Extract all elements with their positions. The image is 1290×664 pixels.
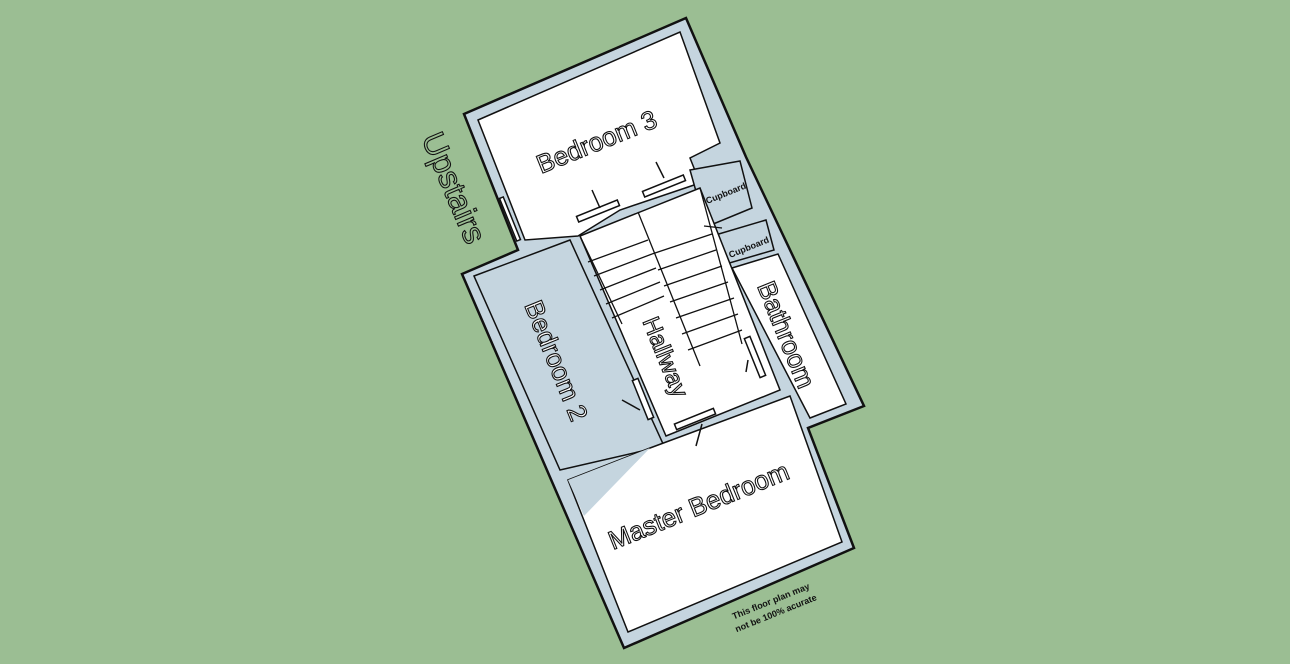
- staircase: [579, 187, 743, 367]
- room-bathroom[interactable]: [730, 253, 848, 419]
- doors: [498, 161, 767, 447]
- master-bedroom-shade: [568, 448, 650, 516]
- room-hallway[interactable]: [579, 187, 781, 437]
